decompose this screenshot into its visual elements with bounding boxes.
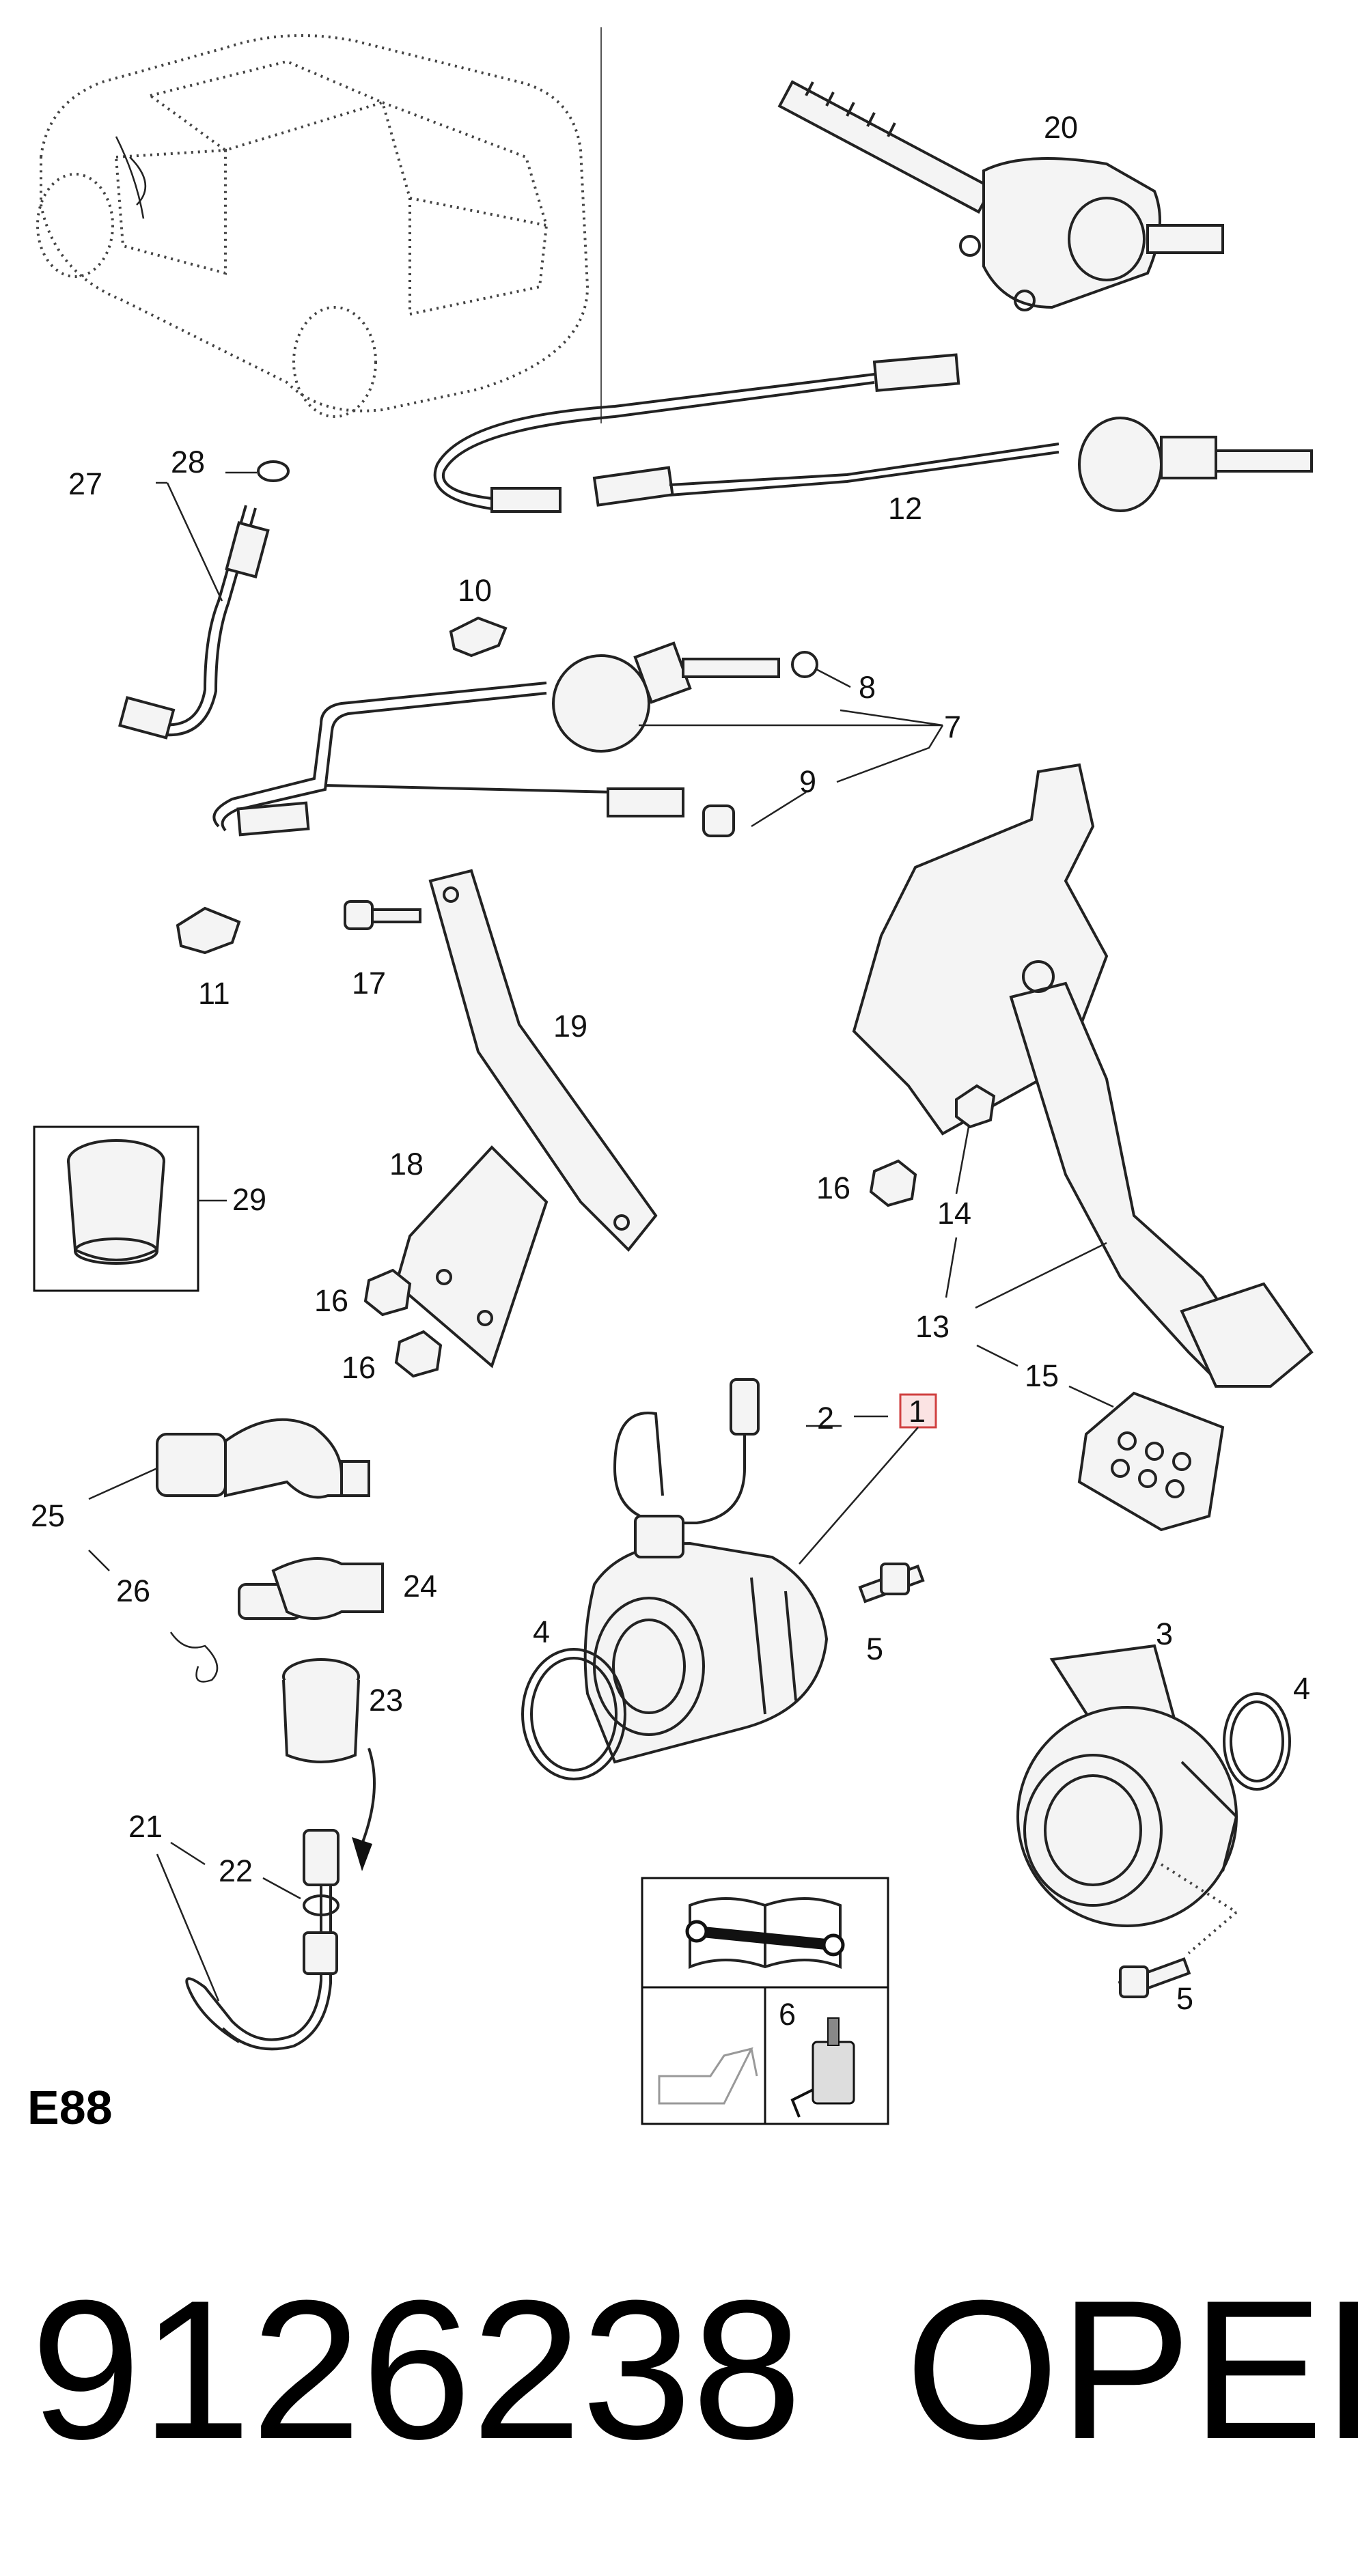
part-5-bolt-right [1118, 1957, 1191, 1999]
callout-17: 17 [352, 966, 386, 1000]
part-8-seal-ring [791, 651, 818, 678]
part-16-nut-a [363, 1268, 412, 1317]
part-5-bolt-left [858, 1563, 925, 1604]
callout-4b: 4 [1293, 1671, 1310, 1706]
callout-3: 3 [1156, 1616, 1173, 1651]
callout-7: 7 [944, 710, 961, 744]
part-17-bolt [344, 900, 421, 930]
part-3-release-bearing [1016, 1644, 1238, 1955]
part-14-bumper [955, 1084, 996, 1129]
callout-21: 21 [128, 1809, 163, 1844]
callout-1: 1 [909, 1394, 926, 1429]
callout-6: 6 [779, 1997, 796, 2032]
callout-25: 25 [31, 1498, 65, 1533]
callout-23: 23 [369, 1683, 403, 1718]
part-1-slave-cylinder [583, 1378, 829, 1764]
callout-5a: 5 [866, 1632, 883, 1666]
callout-19: 19 [553, 1009, 587, 1044]
part-11-clip [176, 906, 241, 955]
hydraulic-fluid-can-icon [658, 2047, 758, 2105]
callout-20: 20 [1044, 110, 1078, 145]
part-23-sleeve [282, 1658, 360, 1763]
part-4-o-ring-left [521, 1648, 626, 1780]
part-29-box [33, 1125, 199, 1292]
callout-12: 12 [888, 491, 922, 526]
callout-24: 24 [403, 1569, 437, 1604]
callout-5b: 5 [1176, 1981, 1193, 2016]
highlight-box [899, 1393, 937, 1429]
part-21-hose [185, 1829, 340, 2051]
part-15-pedal-pad [1077, 1391, 1225, 1532]
callout-18: 18 [389, 1147, 424, 1181]
callout-22: 22 [219, 1853, 253, 1888]
callout-2: 2 [817, 1401, 834, 1436]
callout-13: 13 [915, 1309, 950, 1344]
part-number: 9126238 [31, 2259, 802, 2480]
part-28-seal-ring [257, 460, 290, 482]
callout-11: 11 [198, 976, 230, 1011]
part-19-bracket [428, 869, 658, 1252]
manual-with-wrench-icon [685, 1897, 845, 1969]
callout-9: 9 [799, 764, 816, 799]
part-16-nut-c [869, 1159, 917, 1207]
part-13-clutch-pedal [852, 763, 1314, 1388]
part-26-retainer [169, 1632, 219, 1683]
part-22-seal-ring [303, 1894, 340, 1916]
part-7-hose-assembly [212, 641, 780, 837]
callout-26: 26 [116, 1573, 150, 1608]
callout-4a: 4 [533, 1614, 550, 1649]
callout-16c: 16 [816, 1171, 850, 1205]
callout-16a: 16 [314, 1283, 348, 1318]
part-24-elbow-connector [238, 1557, 384, 1620]
callout-28: 28 [171, 445, 205, 479]
callout-15: 15 [1025, 1358, 1059, 1393]
callout-14: 14 [937, 1196, 971, 1231]
callout-8: 8 [859, 670, 876, 705]
part-9-grommet [702, 804, 735, 837]
part-4-o-ring-right [1223, 1692, 1291, 1791]
part-10-clip [449, 616, 508, 658]
part-16-nut-b [394, 1330, 443, 1378]
callout-27: 27 [68, 466, 102, 501]
callout-10: 10 [458, 573, 492, 608]
bleeder-bottle-icon [790, 2017, 855, 2118]
part-25-elbow-connector [156, 1418, 370, 1499]
callout-29: 29 [232, 1182, 266, 1217]
part-12-pipe-assembly [433, 353, 1313, 513]
brand-name: OPEL [905, 2259, 1358, 2480]
part-20-master-cylinder [777, 80, 1224, 311]
icon-box [641, 1877, 889, 2125]
sheet-code: E88 [27, 2081, 113, 2134]
callout-16b: 16 [342, 1350, 376, 1385]
vehicle-outline-icon [36, 27, 602, 423]
part-27-pipe [118, 505, 270, 740]
